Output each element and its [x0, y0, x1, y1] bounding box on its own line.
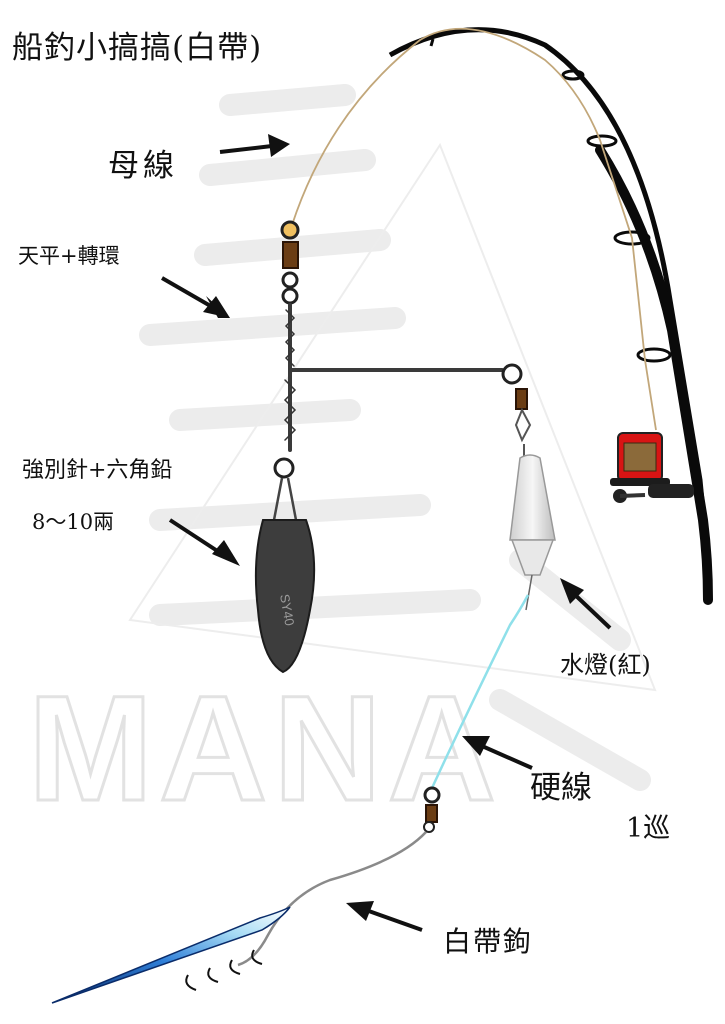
balance-arm: [273, 220, 532, 479]
arrow-balance-swivel: [161, 276, 230, 318]
label-balance-swivel: 天平+轉環: [18, 244, 120, 268]
arrow-main-line: [219, 134, 290, 157]
label-hook: 白帶鉤: [443, 925, 534, 958]
arrow-hook: [346, 901, 423, 932]
label-float-light: 水燈(紅): [560, 651, 651, 679]
ribbonfish-lure: [51, 906, 291, 1004]
label-main-line: 母線: [108, 148, 178, 184]
label-sinker: 強別針+六角鉛: [22, 458, 173, 483]
arrow-sinker: [168, 518, 240, 566]
fishing-rod: [387, 25, 713, 605]
rod-guides: [429, 38, 672, 363]
leader-line: [237, 831, 427, 967]
reel: [610, 432, 694, 503]
hard-line: [430, 594, 530, 789]
label-hard-line: 硬線: [530, 770, 592, 806]
main-line: [291, 27, 657, 431]
lower-swivel: [423, 786, 441, 833]
sinker: SY40: [254, 477, 316, 674]
diagram-title: 船釣小搞搞(白帶): [12, 30, 263, 66]
watermark-text: MANA: [28, 664, 502, 832]
label-sinker-weight: 8～10兩: [32, 510, 115, 534]
float-light: [509, 444, 556, 611]
arrow-hard-line: [462, 736, 533, 770]
label-round: 1巡: [626, 813, 671, 844]
arrow-float: [560, 578, 612, 630]
sinker-mark: SY40: [277, 593, 297, 627]
arrows: [161, 134, 612, 932]
